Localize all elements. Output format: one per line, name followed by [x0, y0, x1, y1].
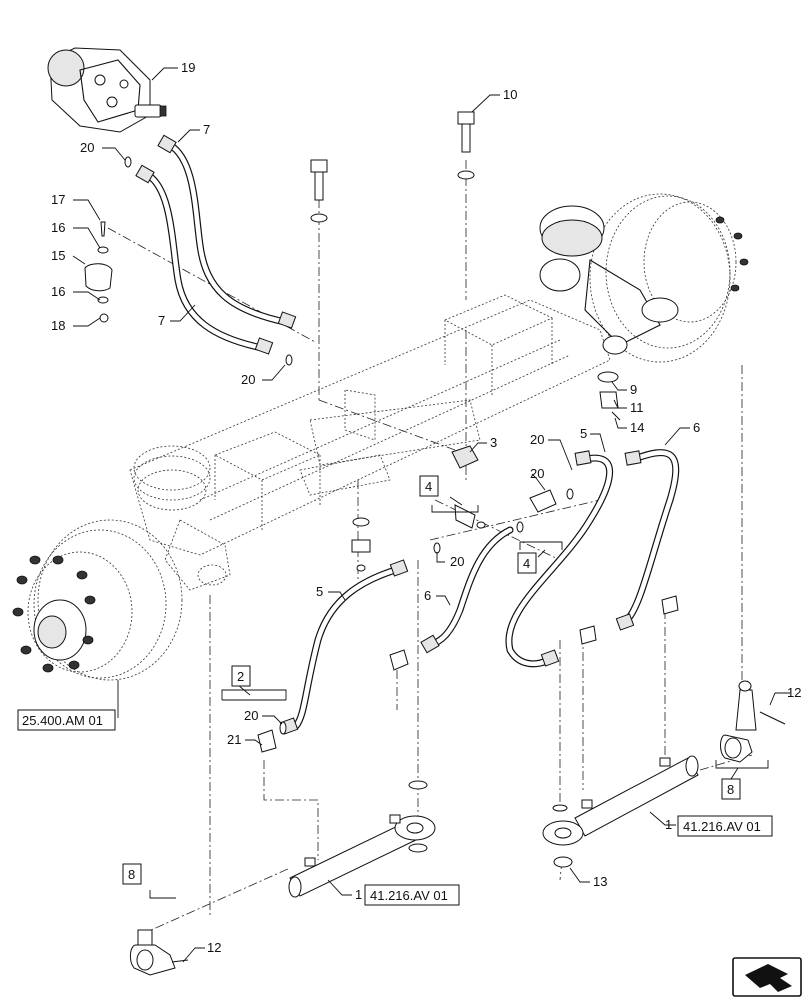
svg-text:41.216.AV 01: 41.216.AV 01 [683, 819, 761, 834]
callout-3: 3 [490, 435, 497, 450]
callout-20-right-mid: 20 [530, 466, 544, 481]
callout-7-upper: 7 [203, 122, 210, 137]
callout-17: 17 [51, 192, 65, 207]
axle-assembly-icon [12, 193, 749, 681]
svg-text:8: 8 [128, 867, 135, 882]
bracket-hardware [84, 221, 113, 323]
callout-12-right: 12 [787, 685, 801, 700]
lower-hoses [257, 449, 680, 753]
ref-box-41-216-av-01-left[interactable]: 41.216.AV 01 [364, 884, 460, 906]
next-page-arrow-icon[interactable] [732, 957, 802, 997]
svg-text:8: 8 [727, 782, 734, 797]
ref-box-2[interactable]: 2 [231, 665, 251, 687]
ref-box-25-400-am-01[interactable]: 25.400.AM 01 [17, 709, 116, 731]
callout-1-right: 1 [665, 817, 672, 832]
reference-boxes: 4 4 2 8 8 25.400.AM 01 41.216.AV 01 41. [17, 475, 773, 906]
ref-box-4-left[interactable]: 4 [419, 475, 439, 497]
callout-14: 14 [630, 420, 644, 435]
callout-5-left: 5 [316, 584, 323, 599]
callout-18: 18 [51, 318, 65, 333]
callout-7-lower: 7 [158, 313, 165, 328]
callout-6-left: 6 [424, 588, 431, 603]
svg-text:2: 2 [237, 669, 244, 684]
ref-box-8-left[interactable]: 8 [122, 863, 142, 885]
callout-20-center: 20 [450, 554, 464, 569]
callout-11: 11 [630, 400, 644, 415]
callout-12-left: 12 [207, 940, 221, 955]
bolts-and-washers [310, 111, 475, 572]
svg-text:4: 4 [523, 556, 530, 571]
steering-pump-icon [47, 47, 167, 133]
ref-box-41-216-av-01-right[interactable]: 41.216.AV 01 [677, 815, 773, 837]
callout-5-right: 5 [580, 426, 587, 441]
callout-15: 15 [51, 248, 65, 263]
callout-21: 21 [227, 732, 241, 747]
callout-labels: 19 7 20 10 17 16 15 16 18 7 20 9 11 14 3… [51, 60, 801, 955]
right-small-parts [597, 371, 621, 421]
upper-hoses [124, 134, 297, 366]
svg-text:41.216.AV 01: 41.216.AV 01 [370, 888, 448, 903]
callout-9: 9 [630, 382, 637, 397]
callout-16-top: 16 [51, 220, 65, 235]
svg-text:4: 4 [425, 479, 432, 494]
callout-1-left: 1 [355, 887, 362, 902]
fittings [433, 445, 574, 554]
callout-20-lower: 20 [244, 708, 258, 723]
callout-20-mid: 20 [241, 372, 255, 387]
ref-box-8-right[interactable]: 8 [721, 778, 741, 800]
callout-6-right: 6 [693, 420, 700, 435]
callout-16-bottom: 16 [51, 284, 65, 299]
steering-cylinder-icon [288, 755, 699, 898]
callout-13: 13 [593, 874, 607, 889]
callout-10: 10 [503, 87, 517, 102]
leader-lines [72, 67, 790, 963]
tie-rod-end-icon [129, 680, 786, 976]
callout-20-right-top: 20 [530, 432, 544, 447]
callout-19: 19 [181, 60, 195, 75]
svg-text:25.400.AM 01: 25.400.AM 01 [22, 713, 103, 728]
ref-box-4-right[interactable]: 4 [517, 552, 537, 574]
callout-20-upper: 20 [80, 140, 94, 155]
